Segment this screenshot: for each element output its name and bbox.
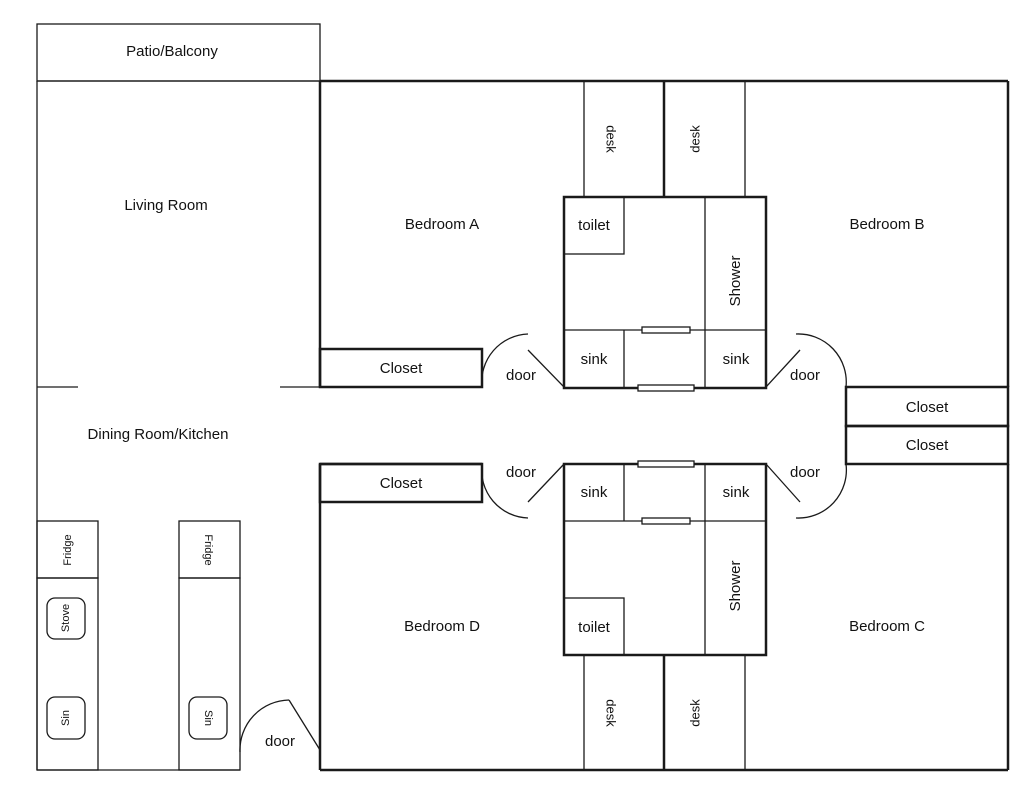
lower-pocket-door-bottom [641,517,691,525]
lower-sink-left-label: sink [581,484,608,501]
door-a-leaf [527,349,565,388]
desk-a-label: desk [604,125,619,153]
upper-sink-left-label: sink [581,351,608,368]
desk-b-label: desk [687,125,702,153]
closet-hall-lower-label: Closet [906,437,949,454]
fridge-right-label: Fridge [202,534,214,565]
door-c-swing [795,463,848,519]
dining-kitchen-label: Dining Room/Kitchen [88,426,229,443]
closet-hall-upper-label: Closet [906,399,949,416]
bedroom-b-label: Bedroom B [849,216,924,233]
stove [46,597,86,640]
desk-d [583,654,665,771]
entry-door-leaf [288,699,321,751]
upper-pocket-door-bottom [637,384,695,392]
bedroom-d-label: Bedroom D [404,618,480,635]
door-d-leaf [527,463,565,503]
desk-c-label: desk [687,699,702,727]
door-d-swing [480,463,529,519]
desk-d-label: desk [604,699,619,727]
bedroom-a-label: Bedroom A [405,216,479,233]
door-b-label: door [790,367,820,384]
fridge-left-label: Fridge [62,534,74,565]
kitchen-sink-right [188,696,228,740]
entry-door-swing [239,699,290,753]
closet-bedroom-d [318,462,484,504]
kitchen-sink-left-label: Sin [60,710,72,726]
bedroom-c-label: Bedroom C [849,618,925,635]
living-room-label: Living Room [124,197,207,214]
lower-shower-label: Shower [727,561,744,612]
kitchen-sink-left [46,696,86,740]
entry-door-label: door [265,733,295,750]
lower-toilet [563,597,625,656]
counter-right [178,577,241,771]
patio-label: Patio/Balcony [126,43,218,60]
closet-bedroom-d-label: Closet [380,475,423,492]
door-c-leaf [765,463,801,503]
counter-left [36,577,99,771]
door-a-swing [481,333,529,388]
stove-label: Stove [60,604,72,632]
closet-hall-lower [844,424,1010,466]
door-b-swing [795,333,847,388]
door-b-leaf [765,349,801,388]
upper-toilet-label: toilet [578,217,611,234]
door-a-label: door [506,367,536,384]
desk-c [663,654,746,771]
kitchen-sink-right-label: Sin [202,710,214,726]
door-d-label: door [506,464,536,481]
upper-shower-label: Shower [727,256,744,307]
door-c-label: door [790,464,820,481]
upper-pocket-door-top [641,326,691,334]
lower-sink-right-label: sink [723,484,750,501]
lower-pocket-door-top [637,460,695,468]
desk-b [663,80,746,198]
closet-bedroom-a [318,347,484,389]
lower-toilet-label: toilet [578,619,611,636]
upper-sink-right-label: sink [723,351,750,368]
upper-toilet [563,196,625,255]
desk-a [583,80,665,198]
closet-bedroom-a-label: Closet [380,360,423,377]
